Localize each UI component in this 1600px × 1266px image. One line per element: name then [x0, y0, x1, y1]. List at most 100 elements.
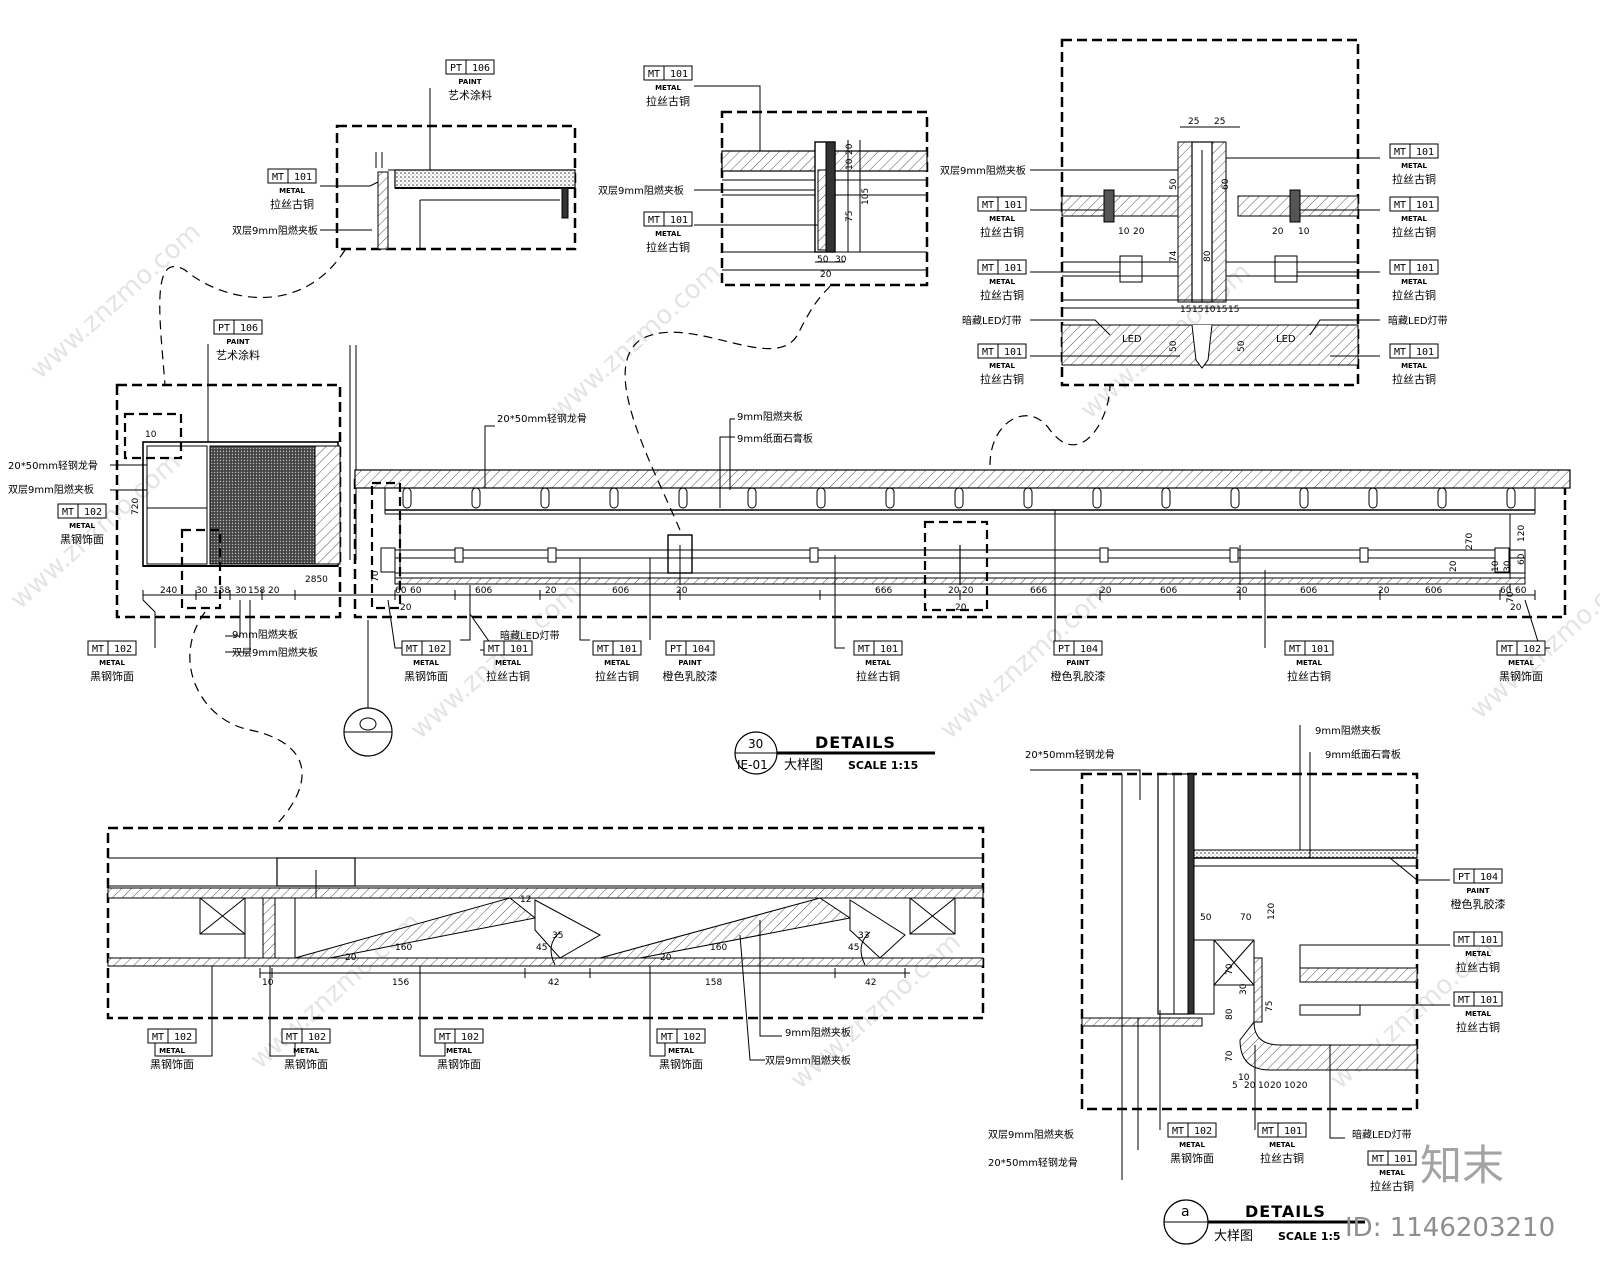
dim-label: 20 — [545, 586, 557, 596]
detail-title-a: a DETAILS 大样图 SCALE 1:5 — [1163, 1199, 1365, 1245]
detail-scale: SCALE 1:15 — [848, 759, 918, 772]
tag-number: 102 — [683, 1032, 701, 1043]
dim-label: 50 — [817, 255, 829, 265]
tag-material-name: 黑钢饰面 — [150, 1057, 194, 1071]
dim-label: 666 — [1030, 586, 1047, 596]
tag-type: PAINT — [1466, 887, 1489, 895]
tag-code: PT — [218, 323, 230, 334]
detail-cap-section — [320, 88, 577, 251]
note-gypsum: 9mm纸面石膏板 — [737, 432, 813, 445]
note-board: 9mm阻燃夹板 — [737, 410, 803, 423]
tag-type: PAINT — [1066, 659, 1089, 667]
tag-type: METAL — [865, 659, 891, 667]
tag-number: 102 — [1523, 644, 1541, 655]
dim-label: 42 — [865, 978, 876, 988]
tag-material-name: 黑钢饰面 — [1170, 1151, 1214, 1165]
detail-letter: a — [1181, 1204, 1190, 1220]
dim-label: 10 — [1204, 305, 1216, 315]
tag-code: MT — [272, 172, 284, 183]
tag-type: METAL — [1179, 1141, 1205, 1149]
tag-material-name: 黑钢饰面 — [60, 532, 104, 546]
dim-label: 158 — [248, 586, 265, 596]
detail-a-section — [1030, 725, 1450, 1180]
tag-number: 101 — [1416, 263, 1434, 274]
dim-label: 30 — [1503, 560, 1513, 572]
dim-label: 70 — [1240, 913, 1252, 923]
tag-box — [445, 59, 495, 75]
tag-material-name: 拉丝古铜 — [1392, 372, 1436, 386]
tag-code: MT — [1458, 995, 1470, 1006]
tag-number: 101 — [1004, 200, 1022, 211]
note-board: 9mm阻燃夹板 — [232, 628, 298, 641]
brand-watermark: 知末 ID: 1146203210 — [1345, 1141, 1555, 1243]
led-label: LED — [1276, 334, 1296, 345]
dim-label: 15 — [1216, 305, 1227, 315]
tag-number: 101 — [880, 644, 898, 655]
dim-label: 158 — [213, 586, 230, 596]
tag-material-name: 拉丝古铜 — [1456, 960, 1500, 974]
dim-label: 10 — [1258, 1081, 1270, 1091]
dim-label: 60 — [1500, 586, 1512, 596]
tag-number: 104 — [1480, 872, 1498, 883]
tag-type: METAL — [279, 187, 305, 195]
note-double-board: 双层9mm阻燃夹板 — [232, 224, 318, 237]
tag-code: MT — [1501, 644, 1513, 655]
tag-code: MT — [597, 644, 609, 655]
dim-label: 666 — [875, 586, 892, 596]
section-marker-a — [343, 620, 393, 757]
dim-label: 10 — [1238, 1073, 1250, 1083]
tag-material-name: 拉丝古铜 — [1260, 1151, 1304, 1165]
tag-code: MT — [1394, 147, 1406, 158]
tag-code: MT — [152, 1032, 164, 1043]
tag-material-name: 拉丝古铜 — [270, 197, 314, 211]
tag-type: METAL — [1401, 362, 1427, 370]
dim-label: 120 — [1517, 525, 1527, 542]
tag-type: METAL — [604, 659, 630, 667]
tag-type: METAL — [1379, 1169, 1405, 1177]
note-double-board: 双层9mm阻燃夹板 — [8, 483, 94, 496]
tag-material-name: 拉丝古铜 — [856, 669, 900, 683]
tag-code: MT — [1262, 1126, 1274, 1137]
tag-box — [1453, 991, 1503, 1007]
detail-slot-section — [694, 85, 929, 287]
tag-number: 102 — [428, 644, 446, 655]
tag-number: 106 — [472, 63, 490, 74]
dim-label: 50 — [1200, 913, 1212, 923]
dim-label: 60 — [395, 586, 407, 596]
dim-label: 20 — [962, 586, 974, 596]
note-double-board: 双层9mm阻燃夹板 — [765, 1054, 851, 1067]
tag-box — [656, 1028, 706, 1044]
tag-number: 101 — [1004, 347, 1022, 358]
dim-label: 20 — [1272, 227, 1284, 237]
detail-title: DETAILS — [815, 733, 896, 752]
detail-led-slot-section — [1030, 38, 1380, 387]
dim-label: 160 — [710, 943, 727, 953]
dim-label: 30 — [196, 586, 208, 596]
dim-label: 12 — [520, 895, 531, 905]
dim-label: 50 — [1169, 340, 1179, 352]
dim-label: 80 — [1225, 1008, 1235, 1020]
tag-material-name: 拉丝古铜 — [980, 225, 1024, 239]
dim-label: 20 — [268, 586, 280, 596]
tag-code: MT — [1372, 1154, 1384, 1165]
tag-code: MT — [1394, 200, 1406, 211]
tag-type: METAL — [446, 1047, 472, 1055]
dim-label: 10 — [1298, 227, 1310, 237]
tag-number: 102 — [174, 1032, 192, 1043]
dim-label: 606 — [1300, 586, 1317, 596]
tag-material-name: 黑钢饰面 — [437, 1057, 481, 1071]
tag-material-name: 橙色乳胶漆 — [663, 669, 718, 683]
tag-number: 102 — [84, 507, 102, 518]
dim-label: 20 — [955, 603, 967, 613]
